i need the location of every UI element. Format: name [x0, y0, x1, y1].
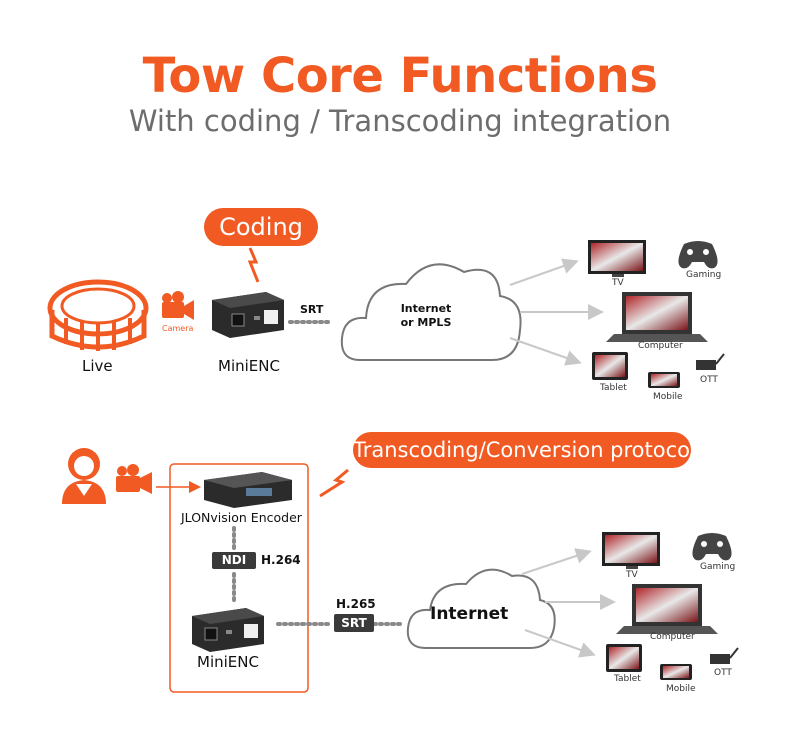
page-title: Tow Core Functions	[142, 48, 658, 104]
h264-label: H.264	[261, 553, 301, 567]
tv-label-top: TV	[612, 278, 624, 288]
transcoding-lightning-icon	[319, 468, 349, 498]
presenter-icon	[62, 448, 106, 504]
gaming-label-bottom: Gaming	[700, 562, 736, 572]
ndi-tag: NDI	[212, 552, 256, 569]
mobile-icon-bottom	[660, 664, 692, 680]
minienc-device-bottom	[192, 608, 264, 652]
laptop-icon-bottom	[616, 584, 718, 634]
minienc-label-top: MiniENC	[218, 357, 280, 375]
cloud-top	[340, 263, 522, 361]
tablet-icon-bottom	[606, 644, 642, 672]
tablet-icon-top	[592, 352, 628, 380]
internet-label: Internet	[430, 604, 509, 624]
computer-label-top: Computer	[638, 341, 683, 351]
tablet-label-top: Tablet	[600, 383, 627, 393]
tv-label-bottom: TV	[626, 570, 638, 580]
ott-icon-top	[696, 353, 725, 370]
jlonvision-encoder-label: JLONvision Encoder	[181, 510, 302, 525]
tablet-label-bottom: Tablet	[614, 674, 641, 684]
page-subtitle: With coding / Transcoding integration	[128, 104, 672, 138]
jlonvision-encoder-device	[204, 472, 292, 508]
srt-label-top: SRT	[300, 303, 324, 316]
tv-icon-bottom	[602, 532, 660, 569]
ott-label-bottom: OTT	[714, 668, 732, 678]
tv-icon-top	[588, 240, 646, 277]
h265-label: H.265	[336, 597, 376, 611]
mobile-label-top: Mobile	[653, 392, 683, 402]
gamepad-icon-bottom	[692, 533, 732, 561]
live-label: Live	[82, 357, 113, 375]
minienc-device-top	[212, 292, 284, 338]
mobile-label-bottom: Mobile	[666, 684, 696, 694]
gaming-label-top: Gaming	[686, 270, 722, 280]
transcoding-group-box	[169, 463, 309, 693]
ott-label-top: OTT	[700, 375, 718, 385]
camera-label: Camera	[162, 324, 194, 333]
computer-label-bottom: Computer	[650, 632, 695, 642]
laptop-icon-top	[606, 292, 708, 342]
coding-bubble: Coding	[204, 208, 318, 246]
camera-icon-bottom	[116, 464, 152, 494]
ott-icon-bottom	[710, 647, 739, 664]
stadium-icon	[47, 279, 149, 351]
transcoding-bubble: Transcoding/Conversion protocol	[353, 432, 696, 468]
minienc-label-bottom: MiniENC	[197, 653, 259, 671]
coding-lightning-icon	[247, 247, 260, 283]
mobile-icon-top	[648, 372, 680, 388]
srt-tag: SRT	[334, 614, 374, 632]
cloud-label-line2: or MPLS	[400, 316, 452, 329]
gamepad-icon-top	[678, 241, 718, 269]
camera-icon	[162, 291, 194, 320]
cloud-label-line1: Internet	[400, 302, 452, 315]
cloud-bottom	[406, 568, 556, 649]
